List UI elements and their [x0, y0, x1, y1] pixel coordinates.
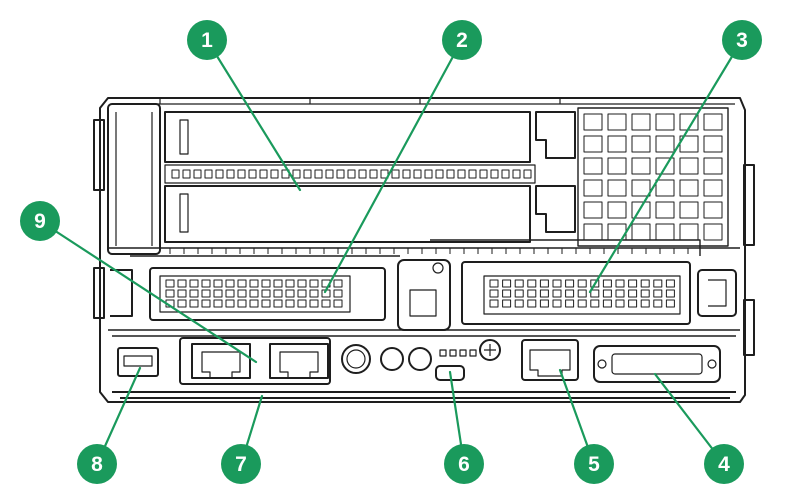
- mid-band-ticks: [169, 248, 689, 254]
- riser-right-grid: [489, 279, 675, 308]
- right-side-tab-upper: [743, 164, 755, 246]
- pcie-slot-upper: [164, 111, 531, 163]
- pcie-lower-bracket-slot: [179, 193, 189, 233]
- chassis-front-edge: [112, 391, 736, 399]
- pcie-vent-strip: [164, 164, 536, 184]
- callout-6: 6: [444, 444, 484, 484]
- ilo-port-contacts: [529, 349, 571, 377]
- left-side-tab-upper: [93, 119, 105, 191]
- callout-circle: [722, 20, 762, 60]
- uid-button-cross: [484, 344, 496, 356]
- left-handle: [110, 269, 133, 317]
- callout-3: 3: [722, 20, 762, 60]
- right-handle-inner: [708, 279, 727, 307]
- callout-circle: [221, 444, 261, 484]
- callout-circle: [444, 444, 484, 484]
- callout-circle: [574, 444, 614, 484]
- riser-right: [461, 261, 691, 325]
- usb-port-tongue: [123, 355, 153, 367]
- pcie-handle-upper: [535, 111, 576, 159]
- usb-port: [117, 347, 159, 377]
- pcie-handle-lower: [535, 185, 576, 233]
- round-connector-b: [408, 347, 432, 371]
- callout-number: 9: [34, 210, 46, 233]
- riser-left-inner: [159, 275, 351, 313]
- callout-number: 7: [235, 453, 247, 476]
- riser-right-inner: [483, 275, 681, 315]
- left-latch-detail: [115, 112, 153, 246]
- callout-number: 2: [456, 29, 468, 52]
- chassis-outline: [99, 97, 746, 403]
- callout-number: 5: [588, 453, 600, 476]
- pcie-slot-lower: [164, 185, 531, 243]
- callout-4: 4: [704, 444, 744, 484]
- callout-8: 8: [77, 444, 117, 484]
- mid-band: [108, 239, 740, 257]
- riser-left-grid: [165, 279, 343, 308]
- callout-1: 1: [187, 20, 227, 60]
- rj45-port-contacts: [201, 351, 319, 379]
- callout-number: 3: [736, 29, 748, 52]
- callout-5: 5: [574, 444, 614, 484]
- sas-connector-inner: [611, 353, 703, 375]
- callout-circle: [442, 20, 482, 60]
- callout-circle: [187, 20, 227, 60]
- callout-9: 9: [20, 201, 60, 241]
- round-connector-a: [380, 347, 404, 371]
- callout-number: 6: [458, 453, 470, 476]
- center-latch-knob: [432, 262, 444, 274]
- leader-line-9: [38, 219, 258, 364]
- power-button-inner: [346, 349, 366, 369]
- callout-2: 2: [442, 20, 482, 60]
- sas-screw-left: [597, 359, 607, 369]
- sas-screw-right: [707, 359, 717, 369]
- callout-circle: [77, 444, 117, 484]
- led-row: [439, 349, 477, 357]
- right-handle: [697, 269, 737, 317]
- rj45-port-2: [269, 343, 329, 379]
- callout-number: 8: [91, 453, 103, 476]
- leader-line-1: [205, 38, 302, 192]
- uid-button: [479, 339, 501, 361]
- micro-usb-port: [435, 365, 465, 381]
- callout-number: 4: [718, 453, 730, 476]
- center-latch-inner: [409, 289, 437, 317]
- right-vent-panel: [577, 107, 729, 247]
- rj45-port: [191, 343, 251, 379]
- callout-7: 7: [221, 444, 261, 484]
- sas-connector: [593, 345, 721, 383]
- ilo-port: [521, 339, 579, 381]
- rj45-housing: [179, 337, 331, 385]
- left-latch: [107, 103, 161, 255]
- leader-line-3: [588, 38, 744, 294]
- callout-circle: [20, 201, 60, 241]
- pcie-vent-holes: [171, 169, 532, 179]
- right-side-tab-lower: [743, 299, 755, 356]
- callout-circle: [704, 444, 744, 484]
- pcie-upper-bracket-slot: [179, 119, 189, 155]
- left-side-tab-lower: [93, 267, 105, 319]
- power-button: [341, 344, 371, 374]
- right-vent-grid: [583, 113, 723, 241]
- leader-line-2: [323, 38, 464, 294]
- callout-number: 1: [201, 29, 213, 52]
